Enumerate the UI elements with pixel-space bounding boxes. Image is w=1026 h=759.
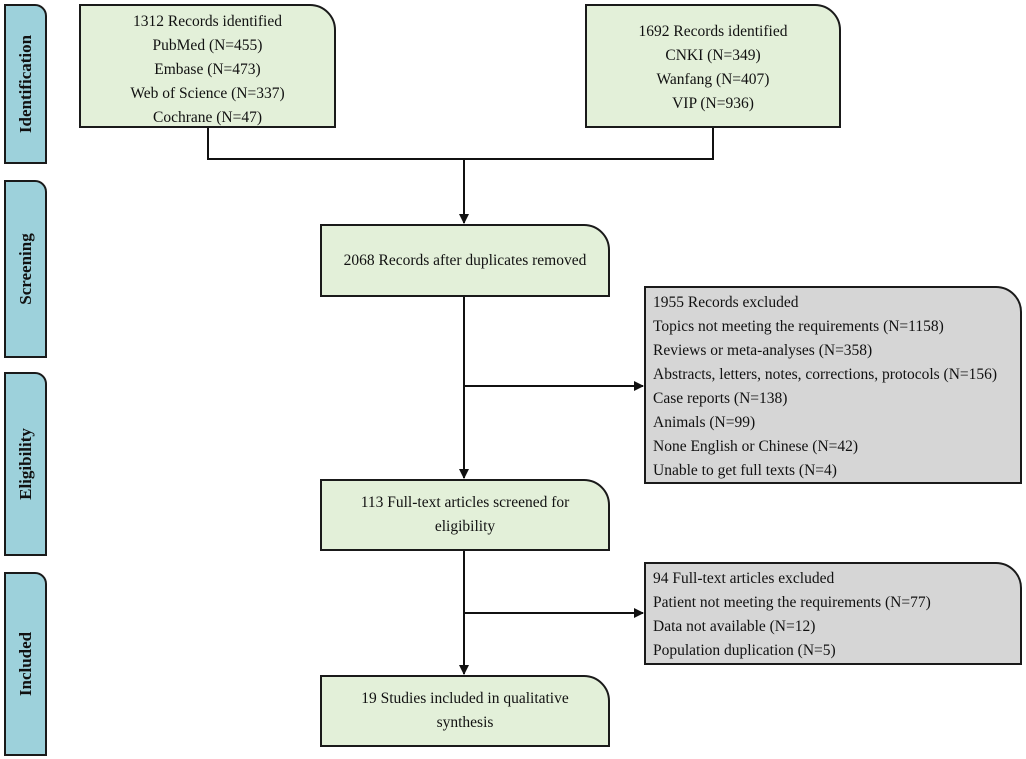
identification-right-item: Wanfang (N=407) bbox=[656, 71, 770, 88]
identification-left-box: 1312 Records identified PubMed (N=455) E… bbox=[79, 4, 336, 128]
full-text-excluded-item: Data not available (N=12) bbox=[653, 618, 816, 635]
records-excluded-item: Case reports (N=138) bbox=[653, 390, 788, 407]
full-text-screened-line1: 113 Full-text articles screened for bbox=[360, 494, 570, 511]
identification-right-box: 1692 Records identified CNKI (N=349) Wan… bbox=[585, 4, 841, 128]
studies-included-box: 19 Studies included in qualitative synth… bbox=[320, 675, 610, 747]
stage-screening: Screening bbox=[4, 180, 47, 358]
stage-included: Included bbox=[4, 572, 47, 756]
identification-right-item: CNKI (N=349) bbox=[665, 47, 761, 64]
records-excluded-item: Animals (N=99) bbox=[653, 414, 756, 431]
stage-identification-label: Identification bbox=[15, 34, 35, 134]
full-text-screened-line2: eligibility bbox=[434, 518, 496, 535]
records-excluded-title: 1955 Records excluded bbox=[653, 294, 799, 311]
identification-right-item: VIP (N=936) bbox=[672, 95, 754, 112]
after-duplicates-text: 2068 Records after duplicates removed bbox=[343, 251, 587, 269]
stage-included-label: Included bbox=[15, 631, 35, 697]
identification-left-item: Web of Science (N=337) bbox=[130, 85, 285, 102]
stage-eligibility-label: Eligibility bbox=[15, 428, 35, 500]
identification-left-item: PubMed (N=455) bbox=[152, 37, 263, 54]
studies-included-line1: 19 Studies included in qualitative bbox=[361, 690, 569, 707]
identification-left-item: Embase (N=473) bbox=[154, 61, 261, 78]
records-excluded-box: 1955 Records excluded Topics not meeting… bbox=[644, 286, 1022, 484]
studies-included-line2: synthesis bbox=[436, 714, 494, 731]
full-text-screened-box: 113 Full-text articles screened for elig… bbox=[320, 479, 610, 551]
stage-screening-label: Screening bbox=[15, 233, 35, 305]
records-excluded-item: Reviews or meta-analyses (N=358) bbox=[653, 342, 873, 359]
full-text-excluded-item: Patient not meeting the requirements (N=… bbox=[653, 594, 931, 611]
records-excluded-item: Abstracts, letters, notes, corrections, … bbox=[653, 366, 998, 383]
full-text-excluded-title: 94 Full-text articles excluded bbox=[653, 570, 835, 587]
after-duplicates-box: 2068 Records after duplicates removed bbox=[320, 224, 610, 297]
stage-eligibility: Eligibility bbox=[4, 372, 47, 556]
full-text-excluded-box: 94 Full-text articles excluded Patient n… bbox=[644, 562, 1022, 665]
full-text-excluded-item: Population duplication (N=5) bbox=[653, 642, 836, 659]
identification-right-title: 1692 Records identified bbox=[638, 23, 788, 40]
stage-identification: Identification bbox=[4, 4, 47, 164]
identification-left-item: Cochrane (N=47) bbox=[152, 109, 263, 126]
records-excluded-item: None English or Chinese (N=42) bbox=[653, 438, 859, 455]
records-excluded-item: Topics not meeting the requirements (N=1… bbox=[653, 318, 944, 335]
records-excluded-item: Unable to get full texts (N=4) bbox=[653, 462, 837, 479]
identification-left-title: 1312 Records identified bbox=[133, 13, 282, 30]
